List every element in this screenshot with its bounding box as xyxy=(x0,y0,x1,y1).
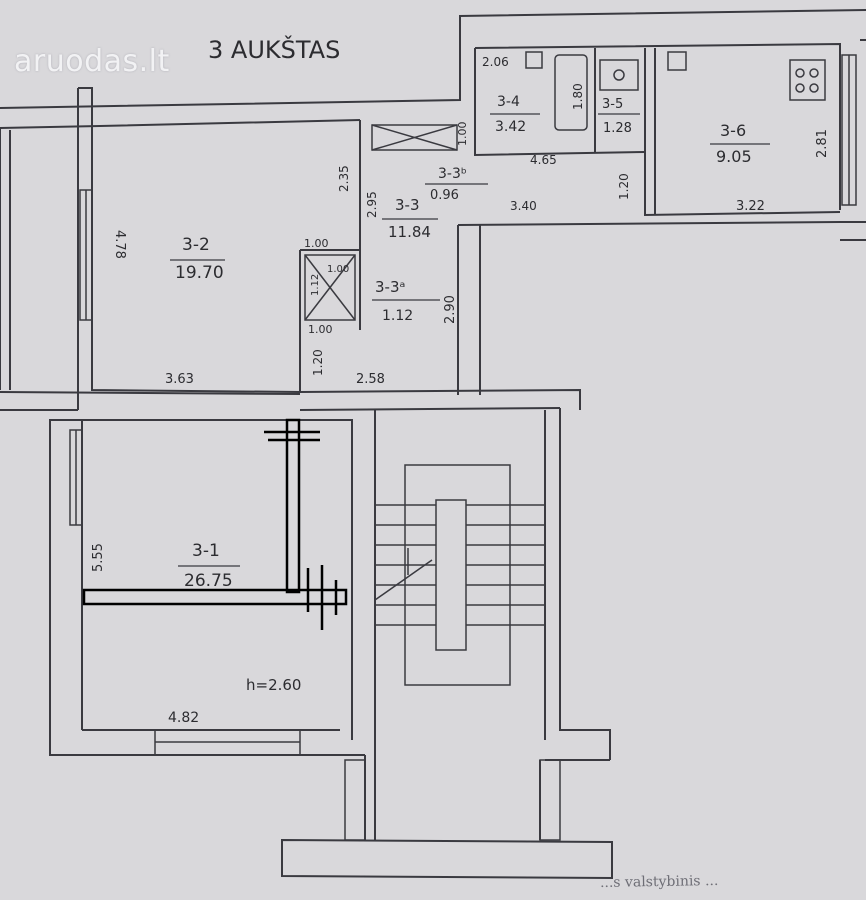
room-id: 3-4 xyxy=(497,94,520,110)
dimension-label: 2.35 xyxy=(337,165,351,192)
dimension-label: 1.20 xyxy=(617,173,631,200)
room-area: 19.70 xyxy=(175,263,224,283)
dimension-label: 5.55 xyxy=(91,543,106,572)
dimension-label: 3.40 xyxy=(510,199,537,213)
dimension-label: 3.63 xyxy=(165,372,194,387)
vent-shafts xyxy=(304,124,458,321)
dimension-label: 1.20 xyxy=(311,349,325,376)
dimension-label: 2.81 xyxy=(815,129,830,158)
room-id: 3-6 xyxy=(720,121,746,140)
dimension-label: 4.65 xyxy=(530,153,557,167)
fixtures xyxy=(525,51,826,131)
room-3-3a: 3-3ᵃ 1.12 xyxy=(372,278,440,324)
ceiling-height-label: h=2.60 xyxy=(246,676,301,694)
room-3-3: 3-3 11.84 xyxy=(382,196,438,241)
dimension-label: 1.00 xyxy=(456,122,469,147)
overlay-partition xyxy=(82,418,348,630)
room-id: 3-3ᵇ xyxy=(438,166,467,182)
windows xyxy=(69,54,857,841)
dimension-label: 1.80 xyxy=(571,83,585,110)
watermark-logo: aruodas.lt xyxy=(14,44,170,79)
walls xyxy=(0,9,866,880)
dimension-label: 3.22 xyxy=(736,199,765,214)
footer-stamp-text: ...s valstybinis ... xyxy=(599,872,719,892)
watermark-text: aruodas.lt xyxy=(14,44,170,79)
dimension-label: 2.95 xyxy=(365,191,379,218)
room-3-4: 3-4 3.42 xyxy=(490,94,540,135)
dimension-label: 1.00 xyxy=(308,323,333,336)
room-3-2: 3-2 19.70 xyxy=(170,235,225,283)
room-area: 1.28 xyxy=(603,121,632,136)
room-area: 1.12 xyxy=(382,308,413,324)
room-area: 3.42 xyxy=(495,119,526,135)
dimension-label: 4.82 xyxy=(168,710,199,726)
dimension-label: 4.78 xyxy=(112,230,127,259)
room-id: 3-2 xyxy=(182,235,210,255)
dimension-label: 2.58 xyxy=(356,372,385,387)
room-3-6: 3-6 9.05 xyxy=(710,121,770,166)
room-id: 3-3ᵃ xyxy=(375,278,405,296)
dimension-label: 2.06 xyxy=(482,55,509,69)
room-area: 11.84 xyxy=(388,223,431,241)
room-3-5: 3-5 1.28 xyxy=(598,97,640,136)
dimension-label: 1.00 xyxy=(304,237,329,250)
dimension-labels: 2.06 1.80 1.00 2.35 2.95 4.65 3.40 1.20 … xyxy=(91,55,830,726)
floor-title: 3 AUKŠTAS xyxy=(208,34,340,64)
dimension-label: 1.00 xyxy=(327,264,349,275)
room-3-1: 3-1 26.75 xyxy=(178,541,240,591)
dimension-label: 2.90 xyxy=(443,295,458,324)
dimension-label: 1.12 xyxy=(310,274,321,296)
room-id: 3-5 xyxy=(602,97,623,112)
room-area: 9.05 xyxy=(716,147,752,166)
room-area: 26.75 xyxy=(184,571,233,591)
room-3-3b: 3-3ᵇ 0.96 xyxy=(425,166,488,203)
room-id: 3-3 xyxy=(395,196,420,214)
staircase xyxy=(374,464,545,686)
room-area: 0.96 xyxy=(430,188,459,203)
room-id: 3-1 xyxy=(192,541,220,561)
